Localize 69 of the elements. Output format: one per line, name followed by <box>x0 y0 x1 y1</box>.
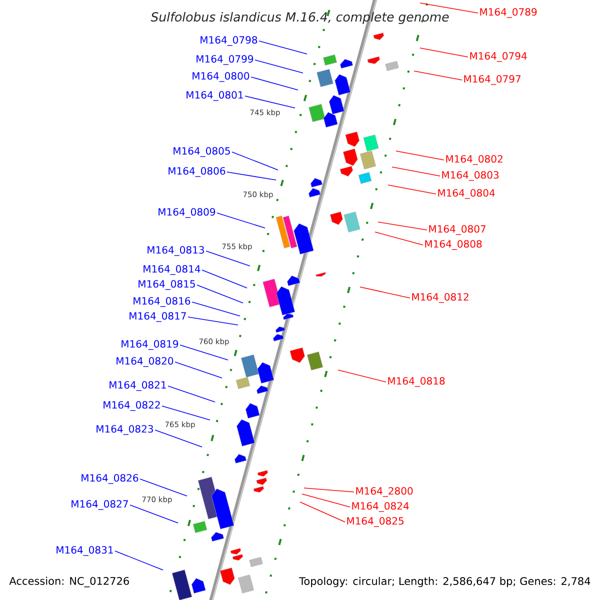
gene-label: M164_0808 <box>425 240 482 250</box>
leader-line <box>244 96 296 108</box>
leader-line <box>174 362 222 378</box>
leader-line <box>168 386 216 402</box>
title: Sulfolobus islandicus M.16.4, complete genome <box>150 12 449 24</box>
gene-label: M164_0806 <box>168 167 226 177</box>
gene-label: M164_0797 <box>464 75 520 85</box>
leader-line <box>378 222 428 230</box>
leader-line <box>374 232 424 246</box>
gene-label: M164_0814 <box>144 265 200 275</box>
gene-label: M164_0817 <box>130 312 186 322</box>
gene-label: M164_0818 <box>388 377 445 387</box>
leader-line <box>154 430 202 448</box>
leader-line <box>114 550 164 570</box>
leader-line <box>250 76 298 90</box>
gene-label: M164_0827 <box>72 500 128 510</box>
leader-line <box>192 302 240 316</box>
leader-line <box>392 166 440 176</box>
gene-label: M164_0819 <box>122 340 178 350</box>
gene-label: M164_0821 <box>110 381 166 391</box>
gene-label: M164_0799 <box>196 55 254 65</box>
leader-line <box>232 152 278 170</box>
leader-line <box>258 40 308 54</box>
gene-label: M164_0813 <box>148 246 204 256</box>
leader-line <box>180 344 228 360</box>
leader-line <box>140 478 188 496</box>
gene-label: M164_0800 <box>192 72 250 82</box>
leader-line <box>420 48 468 58</box>
leader-line <box>202 270 248 288</box>
gene-label: M164_0805 <box>174 147 230 157</box>
gene-label: M164_0794 <box>470 52 527 62</box>
gene-label: M164_0824 <box>352 502 409 512</box>
leader-line <box>388 184 436 194</box>
gene-label: M164_0822 <box>104 401 160 411</box>
leader-line <box>130 504 178 524</box>
gene-label: M164_0812 <box>412 293 468 303</box>
leader-line <box>338 370 386 382</box>
gene-label: M164_0803 <box>442 171 499 181</box>
gene-label: M164_0831 <box>56 546 113 556</box>
leader-line <box>226 172 276 180</box>
leader-line <box>414 70 462 80</box>
leader-line <box>196 284 244 304</box>
gene-label: M164_0802 <box>446 155 502 165</box>
leader-line <box>396 150 444 160</box>
leader-line <box>162 406 210 420</box>
leader-line <box>254 60 304 74</box>
gene-label: M164_0801 <box>186 91 243 101</box>
gene-label: M164_2800 <box>356 487 413 497</box>
gene-label: M164_0807 <box>429 225 486 235</box>
leader-line <box>300 502 346 522</box>
accession-note: Accession: NC_012726 <box>8 576 131 588</box>
gene-label: M164_0815 <box>138 280 195 290</box>
gene-label: M164_0816 <box>134 297 190 307</box>
gene-label: M164_0798 <box>200 36 258 46</box>
gene-label: M164_0825 <box>347 517 404 527</box>
gene-label: M164_0789 <box>480 8 537 18</box>
gene-label: M164_0809 <box>158 208 216 218</box>
leader-line <box>304 488 354 492</box>
gene-label: M164_0826 <box>82 474 138 484</box>
leader-line <box>360 286 410 298</box>
gene-label: M164_0823 <box>96 425 153 435</box>
leader-line <box>302 494 350 508</box>
genome-info-note: Topology: circular; Length: 2,586,647 bp; Genes: 2,784 <box>298 576 592 588</box>
leader-line <box>206 250 250 266</box>
gene-label: M164_0820 <box>116 357 174 367</box>
leader-line <box>420 2 478 14</box>
leader-line <box>188 316 238 326</box>
gene-label: M164_0804 <box>438 189 495 199</box>
leader-line <box>216 212 266 228</box>
